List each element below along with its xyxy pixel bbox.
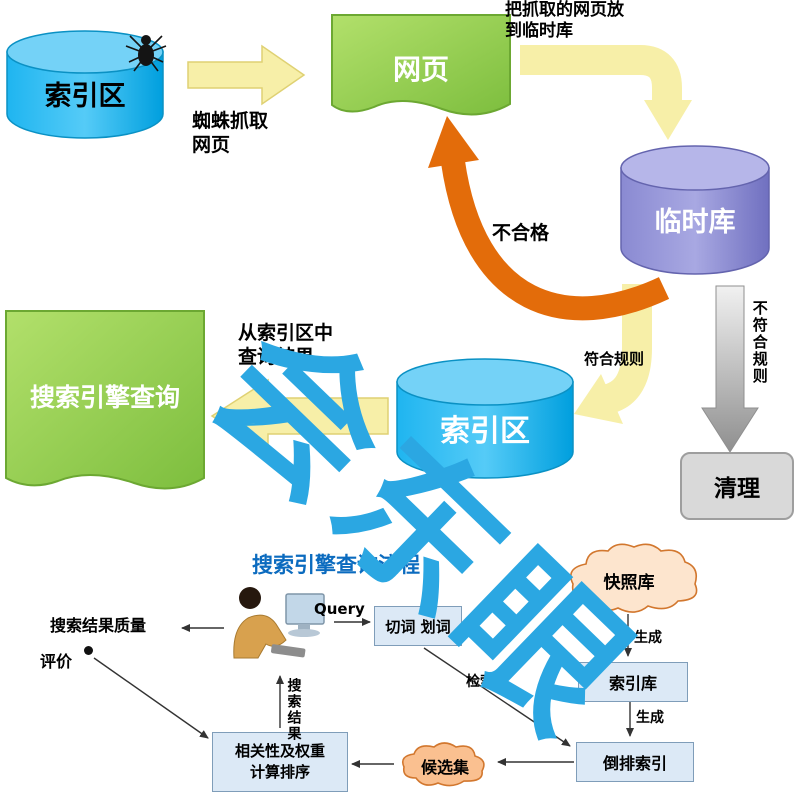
snapshot-label: 快照库 [603, 573, 655, 593]
arrow-store [520, 45, 682, 102]
index-store-label: 索引库 [608, 674, 657, 693]
flow-title: 搜索引擎查询流程 [252, 553, 420, 577]
pass-annotation: 符合规则 [584, 350, 645, 368]
ranking-box: 相关性及权重 计算排序 [212, 732, 348, 792]
query-annotation: 从索引区中 查询结果 [238, 322, 333, 370]
line-segmentation-to-inverted [423, 647, 571, 747]
candidates-label: 候选集 [420, 758, 469, 777]
query-label: Query [314, 600, 365, 618]
fail-annotation: 不符合规则 [750, 300, 769, 385]
index-db-label: 索引区 [440, 414, 530, 449]
segmentation-box: 切词 划词 [374, 606, 462, 646]
inverted-index-box: 倒排索引 [576, 742, 694, 782]
segmentation-label: 切词 划词 [385, 617, 451, 636]
query-annotation-line1: 从索引区中 [238, 322, 334, 344]
store-annotation-line2: 到临时库 [505, 21, 573, 42]
arrow-query [210, 378, 389, 454]
spider-icon [122, 28, 170, 74]
search-query-shape: 搜索引擎查询 [4, 308, 206, 516]
index-store-box: 索引库 [578, 662, 688, 702]
arrow-recrawl-head [428, 116, 479, 168]
arrow-crawl [187, 44, 306, 106]
quality-annotation-line2: 评价 [40, 652, 73, 671]
webpage-shape: 网页 [330, 12, 512, 132]
cleanup-box: 清理 [680, 452, 794, 520]
result-label: 搜索结果 [285, 678, 302, 742]
user-computer-icon [222, 580, 332, 672]
arrow-pass-head [574, 374, 623, 424]
cleanup-label: 清理 [714, 476, 760, 502]
crawl-annotation-line2: 网页 [192, 133, 231, 156]
index-db-cylinder: 索引区 [394, 356, 576, 484]
search-query-label: 搜索引擎查询 [29, 383, 180, 412]
source-db-cylinder: 索引区 [4, 28, 166, 142]
store-annotation: 把抓取的网页放 到临时库 [505, 0, 624, 43]
query-annotation-line2: 查询结果 [238, 345, 315, 368]
candidates-cloud: 候选集 [396, 740, 494, 788]
webpage-label: 网页 [392, 53, 449, 86]
inverted-index-label: 倒排索引 [602, 754, 667, 773]
quality-annotation-line1: 搜索结果质量 [50, 616, 147, 635]
generate-label: 生成 [634, 630, 662, 646]
ranking-label-line1: 相关性及权重 [234, 742, 325, 760]
source-db-label: 索引区 [44, 81, 126, 112]
store-annotation-line1: 把抓取的网页放 [505, 0, 624, 20]
ranking-label-line2: 计算排序 [249, 763, 310, 781]
quality-dot [84, 646, 93, 655]
temp-db-cylinder: 临时库 [618, 142, 772, 280]
arrow-recrawl [441, 160, 670, 321]
reject-annotation: 不合格 [492, 222, 550, 244]
snapshot-cloud: 快照库 [560, 540, 698, 616]
crawl-annotation-line1: 蜘蛛抓取 [192, 110, 269, 132]
line-quality-to-ranking [93, 657, 209, 739]
arrow-pass [603, 284, 652, 414]
retrieve-label: 检索 [466, 674, 494, 690]
temp-db-label: 临时库 [654, 207, 736, 238]
arrow-fail [701, 285, 759, 453]
crawl-annotation: 蜘蛛抓取 网页 [192, 110, 268, 158]
build-label: 生成 [636, 710, 664, 726]
arrow-store-head [644, 100, 692, 140]
